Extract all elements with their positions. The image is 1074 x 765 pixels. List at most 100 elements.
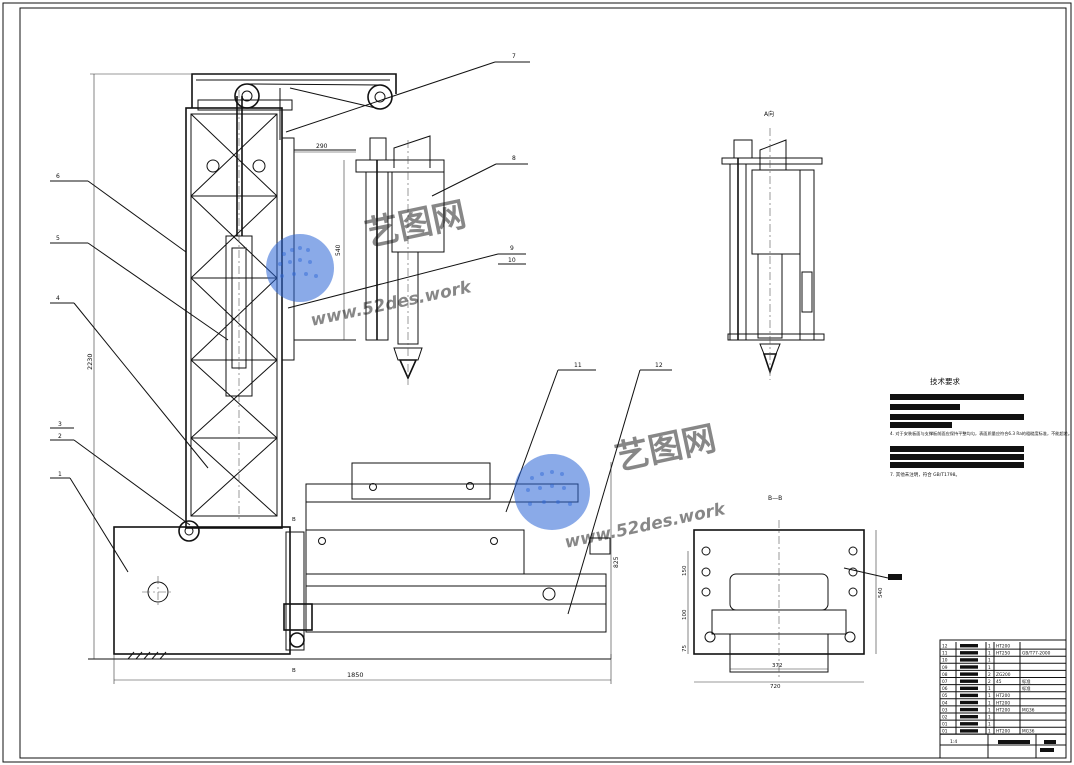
bom-cell-no: 01 [942, 722, 948, 728]
bom-cell-mat: ZG200 [996, 672, 1011, 678]
drill-head [355, 135, 445, 385]
dim-100: 100 [682, 609, 688, 620]
base-block [113, 526, 291, 655]
balloon-10: 10 [508, 257, 516, 264]
pulley-right [367, 84, 393, 110]
bom-name-redacted [960, 651, 978, 655]
balloon-11: 11 [574, 362, 582, 369]
view-a-title: A向 [764, 110, 774, 118]
bom-cell-qty: 1 [988, 644, 991, 650]
bom-cell-qty: 1 [988, 665, 991, 671]
pulley-left [234, 83, 260, 109]
bom-name-redacted [960, 686, 978, 690]
bom-cell-no: 03 [942, 707, 948, 713]
bom-cell-mat: HT200 [996, 644, 1010, 650]
section-bb-title: B—B [768, 495, 782, 502]
bom-cell-std: GB/T77-2000 [1022, 651, 1051, 657]
tech-note-4: 4. 对于安装板面与支撑板前面应保持平整均匀，表面质量应符合6.3 Ra的粗糙度… [890, 430, 1072, 437]
bom-cell-mat: HT200 [996, 729, 1010, 735]
bom-cell-qty: 1 [988, 729, 991, 735]
inner-frame [19, 7, 1067, 759]
title-scale: 1:4 [950, 739, 957, 745]
balloon-1: 1 [58, 471, 62, 478]
dim-290: 290 [316, 143, 328, 150]
balloon-2: 2 [58, 433, 62, 440]
view-a: A向 [721, 110, 825, 380]
balloon-5: 5 [56, 235, 60, 242]
bom-name-redacted [960, 707, 978, 712]
watermark-url-2: www.52des.work [563, 499, 729, 553]
bom-cell-qty: 1 [988, 686, 991, 692]
bom-cell-qty: 2 [988, 679, 991, 685]
bom-cell-no: 01 [942, 729, 948, 735]
dim-150: 150 [682, 565, 688, 576]
column-tower [185, 107, 283, 529]
bom-cell-mat: HT200 [996, 700, 1010, 706]
dimensions-main: 2230 1850 290 540 825 B B [86, 73, 620, 684]
bom-cell-no: 06 [942, 686, 948, 692]
bom-cell-no: 11 [942, 651, 948, 657]
section-bb: B—B 720 372 540 150 100 75 [682, 495, 902, 690]
bom-name-redacted [960, 672, 978, 676]
balloon-7: 7 [512, 53, 516, 60]
top-beam [191, 73, 397, 108]
dim-2230: 2230 [86, 353, 94, 370]
section-mark-b-bottom: B [292, 668, 296, 674]
bom-name-redacted [960, 679, 978, 683]
balloon-12: 12 [655, 362, 663, 369]
bom-cell-no: 09 [942, 665, 948, 671]
bom-cell-no: 02 [942, 715, 948, 721]
bom-name-redacted [960, 665, 978, 669]
bom-name-redacted [960, 700, 978, 705]
tech-note-4-line: 4. 对于安装板面与支撑板前面应保持平整均匀，表面质量应符合6.3 Ra的粗糙度… [890, 430, 1072, 437]
bom-name-redacted [960, 644, 978, 648]
dim-372: 372 [772, 663, 783, 669]
bom-cell-no: 12 [942, 644, 948, 650]
bom-cell-mat: HT200 [996, 693, 1010, 699]
dim-720: 720 [770, 684, 781, 690]
bom-cell-mat: 45 [996, 679, 1002, 685]
bom-cell-mat: HT200 [996, 707, 1010, 713]
bom-cell-std: 标准 [1022, 685, 1031, 692]
bom-cell-no: 04 [942, 700, 948, 706]
bom-cell-qty: 1 [988, 707, 991, 713]
watermark-bottom: 艺图网 www.52des.work [514, 418, 729, 553]
bom-name-redacted [960, 729, 978, 733]
dim-1850: 1850 [347, 671, 364, 679]
balloon-labels: 7 8 9 10 6 5 4 3 2 1 11 12 [56, 53, 663, 478]
technical-requirements: 技术要求 4. 对于安装板面与支撑板前面应保持平整均匀，表面质量应符合6.3 R… [890, 376, 1072, 478]
dim-540b: 540 [878, 587, 884, 598]
balloon-4: 4 [56, 295, 60, 302]
balloon-6: 6 [56, 173, 60, 180]
bom-name-redacted [960, 658, 978, 662]
balloon-3: 3 [58, 421, 62, 428]
bom-cell-std: 标准 [1022, 678, 1031, 685]
watermark-top: 艺图网 www.52des.work [266, 194, 475, 331]
bom-name-redacted [960, 722, 978, 726]
bom-name-redacted [960, 693, 978, 698]
bom-cell-qty: 1 [988, 715, 991, 721]
tech-title: 技术要求 [930, 376, 960, 386]
tech-note-general: 7. 其他未注明，符合 GB/T1798。 [890, 471, 960, 478]
balloon-9: 9 [510, 245, 514, 252]
dim-825: 825 [613, 556, 620, 568]
bom-cell-qty: 1 [988, 700, 991, 706]
bom-cell-std: MG36 [1022, 729, 1035, 735]
bom-cell-no: 08 [942, 672, 948, 678]
bom-name-redacted [960, 715, 978, 719]
bom-cell-qty: 1 [988, 651, 991, 657]
watermark-url: www.52des.work [309, 277, 475, 331]
bom-cell-no: 05 [942, 693, 948, 699]
bom-cell-qty: 2 [988, 672, 991, 678]
bom-cell-qty: 1 [988, 693, 991, 699]
bom-cell-std: MG36 [1022, 707, 1035, 713]
watermark-brand-2: 艺图网 [612, 418, 720, 478]
section-mark-b-top: B [292, 517, 296, 523]
dim-75: 75 [682, 645, 688, 652]
dim-540: 540 [335, 244, 342, 256]
bom-cell-mat: HT250 [996, 651, 1010, 657]
balloon-8: 8 [512, 155, 516, 162]
bom-cell-no: 07 [942, 679, 948, 685]
